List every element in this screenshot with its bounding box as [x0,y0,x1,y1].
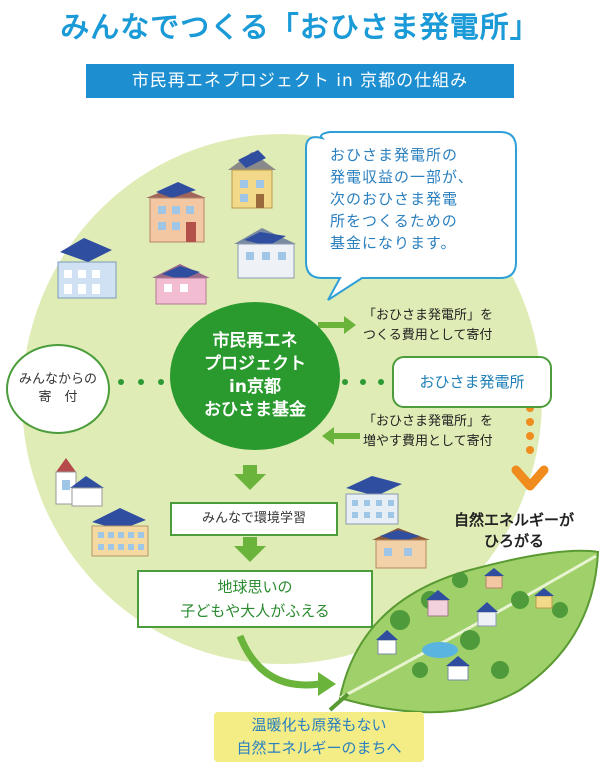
house-brown-icon [372,528,430,568]
speech-bubble-text: おひさま発電所の 発電収益の一部が、 次のおひさま発電 所をつくるための 基金に… [330,144,506,254]
donations-circle: みんなからの 寄 付 [6,344,110,434]
house-yellow-icon [228,150,276,208]
office-building-icon [346,476,402,524]
house-blue-icon [234,228,296,278]
fund-center-circle: 市民再エネ プロジェクト in京都 おひさま基金 [170,302,340,450]
dotted-line-left [118,379,164,385]
dotted-line-right [342,379,384,385]
apartment-icon [58,238,116,298]
note-build-donation: 「おひさま発電所」を つくる費用として寄付 [363,306,543,346]
arrow-down-people [234,537,266,562]
goal-box: 温暖化も原発もない 自然エネルギーのまちへ [214,712,424,762]
fund-center-label: 市民再エネ プロジェクト in京都 おひさま基金 [204,330,306,422]
school-building-icon [92,508,148,556]
people-increase-label: 地球思いの 子どもや大人がふえる [180,575,330,623]
environmental-learning-box: みんなで環境学習 [170,502,338,536]
solar-plant-box: おひさま発電所 [392,356,552,408]
goal-label: 温暖化も原発もない 自然エネルギーのまちへ [236,714,401,760]
arrow-curve-to-leaf [240,636,336,696]
arrow-orange-spread [516,470,544,486]
house-pink-icon [152,264,210,304]
donations-label: みんなからの 寄 付 [19,371,97,407]
people-increase-box: 地球思いの 子どもや大人がふえる [137,570,373,628]
house-orange-icon [146,182,206,242]
church-building-icon [56,458,104,506]
renewable-spread-label: 自然エネルギーが ひろがる [444,510,584,552]
arrow-to-plant-build [318,316,356,334]
note-increase-donation: 「おひさま発電所」を 増やす費用として寄付 [363,412,543,452]
arrow-down-learning [234,465,266,490]
arrow-to-fund-increase [322,427,360,445]
